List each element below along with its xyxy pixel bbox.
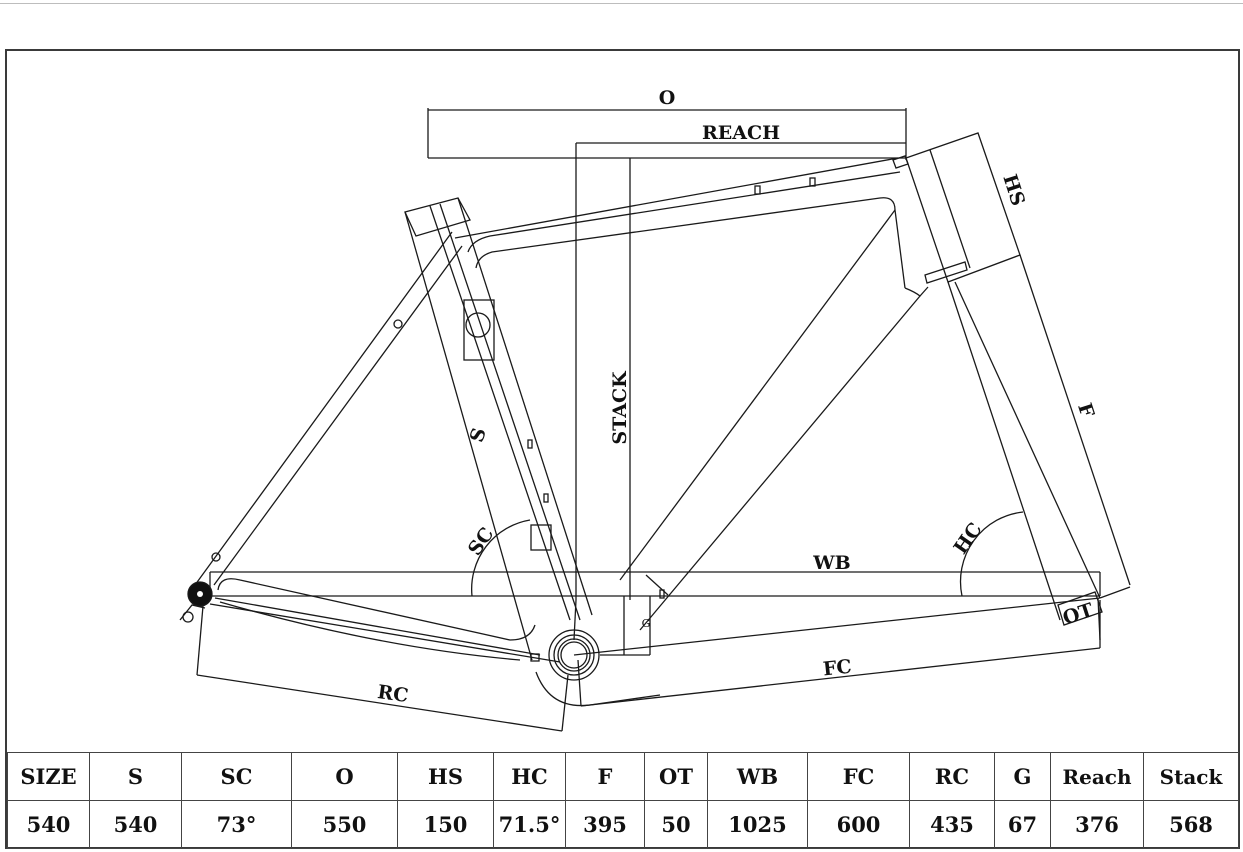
header-rc: RC (909, 752, 995, 801)
label-bb-drop: G (642, 617, 651, 630)
header-hs: HS (397, 752, 494, 801)
header-ot: OT (644, 752, 708, 801)
header-s: S (89, 752, 182, 801)
top-tube (454, 157, 906, 289)
cell-reach: 376 (1050, 800, 1144, 849)
header-f: F (565, 752, 645, 801)
header-sc: SC (181, 752, 292, 801)
dimension-rear-center: RC (196, 605, 569, 732)
header-stack: Stack (1143, 752, 1239, 801)
label-seat-tube: S (466, 425, 491, 445)
rear-dropout (179, 581, 213, 623)
header-g: G (994, 752, 1051, 801)
header-wb: WB (707, 752, 808, 801)
label-head-angle: HC (950, 519, 987, 559)
label-seat-angle: SC (464, 523, 499, 559)
header-reach: Reach (1050, 752, 1144, 801)
down-tube (619, 209, 921, 631)
label-front-center: FC (822, 656, 853, 681)
header-hc: HC (493, 752, 566, 801)
dimension-reach: REACH (575, 122, 906, 600)
angle-head: HC (950, 511, 1024, 597)
dimension-bb-drop: G (600, 596, 651, 656)
dimension-stack: STACK (609, 158, 631, 600)
seat-tube: S (404, 197, 593, 661)
drawing-frame (5, 49, 1240, 849)
label-reach: REACH (702, 122, 780, 144)
cell-sc: 73° (181, 800, 292, 849)
dimension-overall: O (427, 87, 907, 160)
cell-hs: 150 (397, 800, 494, 849)
geometry-spec-table: SIZE S SC O HS HC F OT WB FC RC G Reach … (7, 752, 1239, 849)
table-row: 540 540 73° 550 150 71.5° 395 50 1025 60… (7, 800, 1239, 849)
angle-seat: SC (464, 519, 531, 597)
dimension-front-center: FC (573, 597, 1101, 707)
dimension-wheelbase: WB (209, 552, 1101, 597)
seat-stay (194, 231, 463, 586)
label-stack: STACK (609, 370, 631, 445)
table-header-row: SIZE S SC O HS HC F OT WB FC RC G Reach … (7, 752, 1239, 801)
head-tube: HS (892, 132, 1029, 297)
header-size: SIZE (7, 752, 90, 801)
cell-g: 67 (994, 800, 1051, 849)
cell-wb: 1025 (707, 800, 808, 849)
label-overall: O (659, 87, 676, 109)
cell-hc: 71.5° (493, 800, 566, 849)
label-head-tube: HS (998, 172, 1029, 209)
label-fork: F (1073, 400, 1098, 420)
cell-f: 395 (565, 800, 645, 849)
label-fork-offset: OT (1060, 599, 1096, 629)
header-o: O (291, 752, 398, 801)
cell-ot: 50 (644, 800, 708, 849)
top-divider (0, 3, 1243, 4)
cell-size: 540 (7, 800, 90, 849)
cell-stack: 568 (1143, 800, 1239, 849)
chain-stay (209, 578, 561, 663)
label-wheelbase: WB (812, 552, 850, 574)
dimension-fork-offset: OT (1057, 591, 1103, 641)
header-fc: FC (807, 752, 910, 801)
cell-fc: 600 (807, 800, 910, 849)
fork: F (947, 254, 1131, 621)
cell-s: 540 (89, 800, 182, 849)
cell-rc: 435 (909, 800, 995, 849)
cell-o: 550 (291, 800, 398, 849)
label-rear-center: RC (376, 681, 410, 707)
